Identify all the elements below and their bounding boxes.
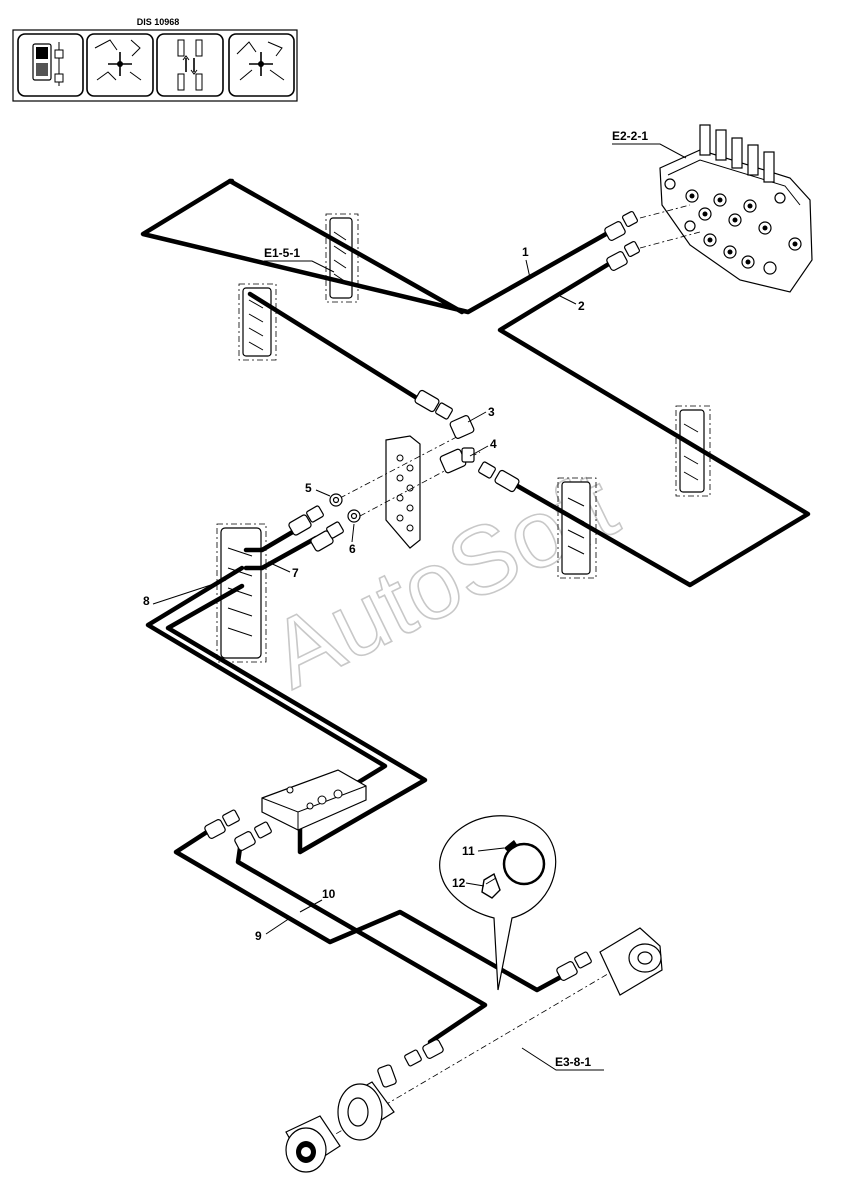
callout-12: 12 — [452, 876, 466, 890]
hose-2 — [497, 259, 811, 588]
hose-support-right — [675, 405, 711, 497]
callout-3: 3 — [488, 405, 495, 419]
boom-dipper-movements-icon — [86, 33, 154, 97]
callout-6: 6 — [349, 542, 356, 556]
ref-hose-support: E1-5-1 — [264, 246, 300, 260]
callout-10: 10 — [322, 887, 336, 901]
hose-9 — [173, 827, 573, 993]
control-valve — [659, 124, 813, 293]
callout-8: 8 — [143, 594, 150, 608]
drawing-code: DIS 10968 — [137, 17, 180, 27]
callouts: 1 2 3 4 5 6 7 8 9 10 11 12 — [143, 245, 585, 943]
hydraulic-cylinder — [285, 927, 663, 1173]
excavator-swing-icon — [228, 33, 295, 97]
control-console-icon — [17, 33, 84, 97]
hose-10 — [235, 845, 488, 1045]
callout-4: 4 — [490, 437, 497, 451]
callout-5: 5 — [305, 481, 312, 495]
track-travel-icon — [156, 33, 224, 97]
lower-manifold — [261, 769, 367, 831]
fitting-elbow-3 — [449, 415, 475, 439]
ref-cylinder: E3-8-1 — [555, 1055, 591, 1069]
nut-6 — [347, 509, 361, 523]
hose-support-lower — [216, 523, 267, 663]
header-block: DIS 10968 — [12, 17, 298, 102]
callout-9: 9 — [255, 929, 262, 943]
hose-7 — [243, 527, 299, 553]
hose-end-fittings — [204, 210, 641, 1067]
fitting-elbow-4 — [439, 447, 475, 474]
hose-support-left — [238, 283, 277, 361]
ref-control-valve: E2-2-1 — [612, 129, 648, 143]
callout-7: 7 — [292, 566, 299, 580]
callout-2: 2 — [578, 299, 585, 313]
hose-1-left-branch — [247, 291, 423, 403]
hose-1 — [140, 178, 609, 315]
callout-11: 11 — [462, 844, 475, 858]
callout-1: 1 — [522, 245, 529, 259]
detail-bubble — [439, 815, 557, 991]
nut-5 — [329, 493, 343, 507]
hose-support-upper — [325, 213, 359, 303]
manifold-block — [385, 435, 421, 549]
